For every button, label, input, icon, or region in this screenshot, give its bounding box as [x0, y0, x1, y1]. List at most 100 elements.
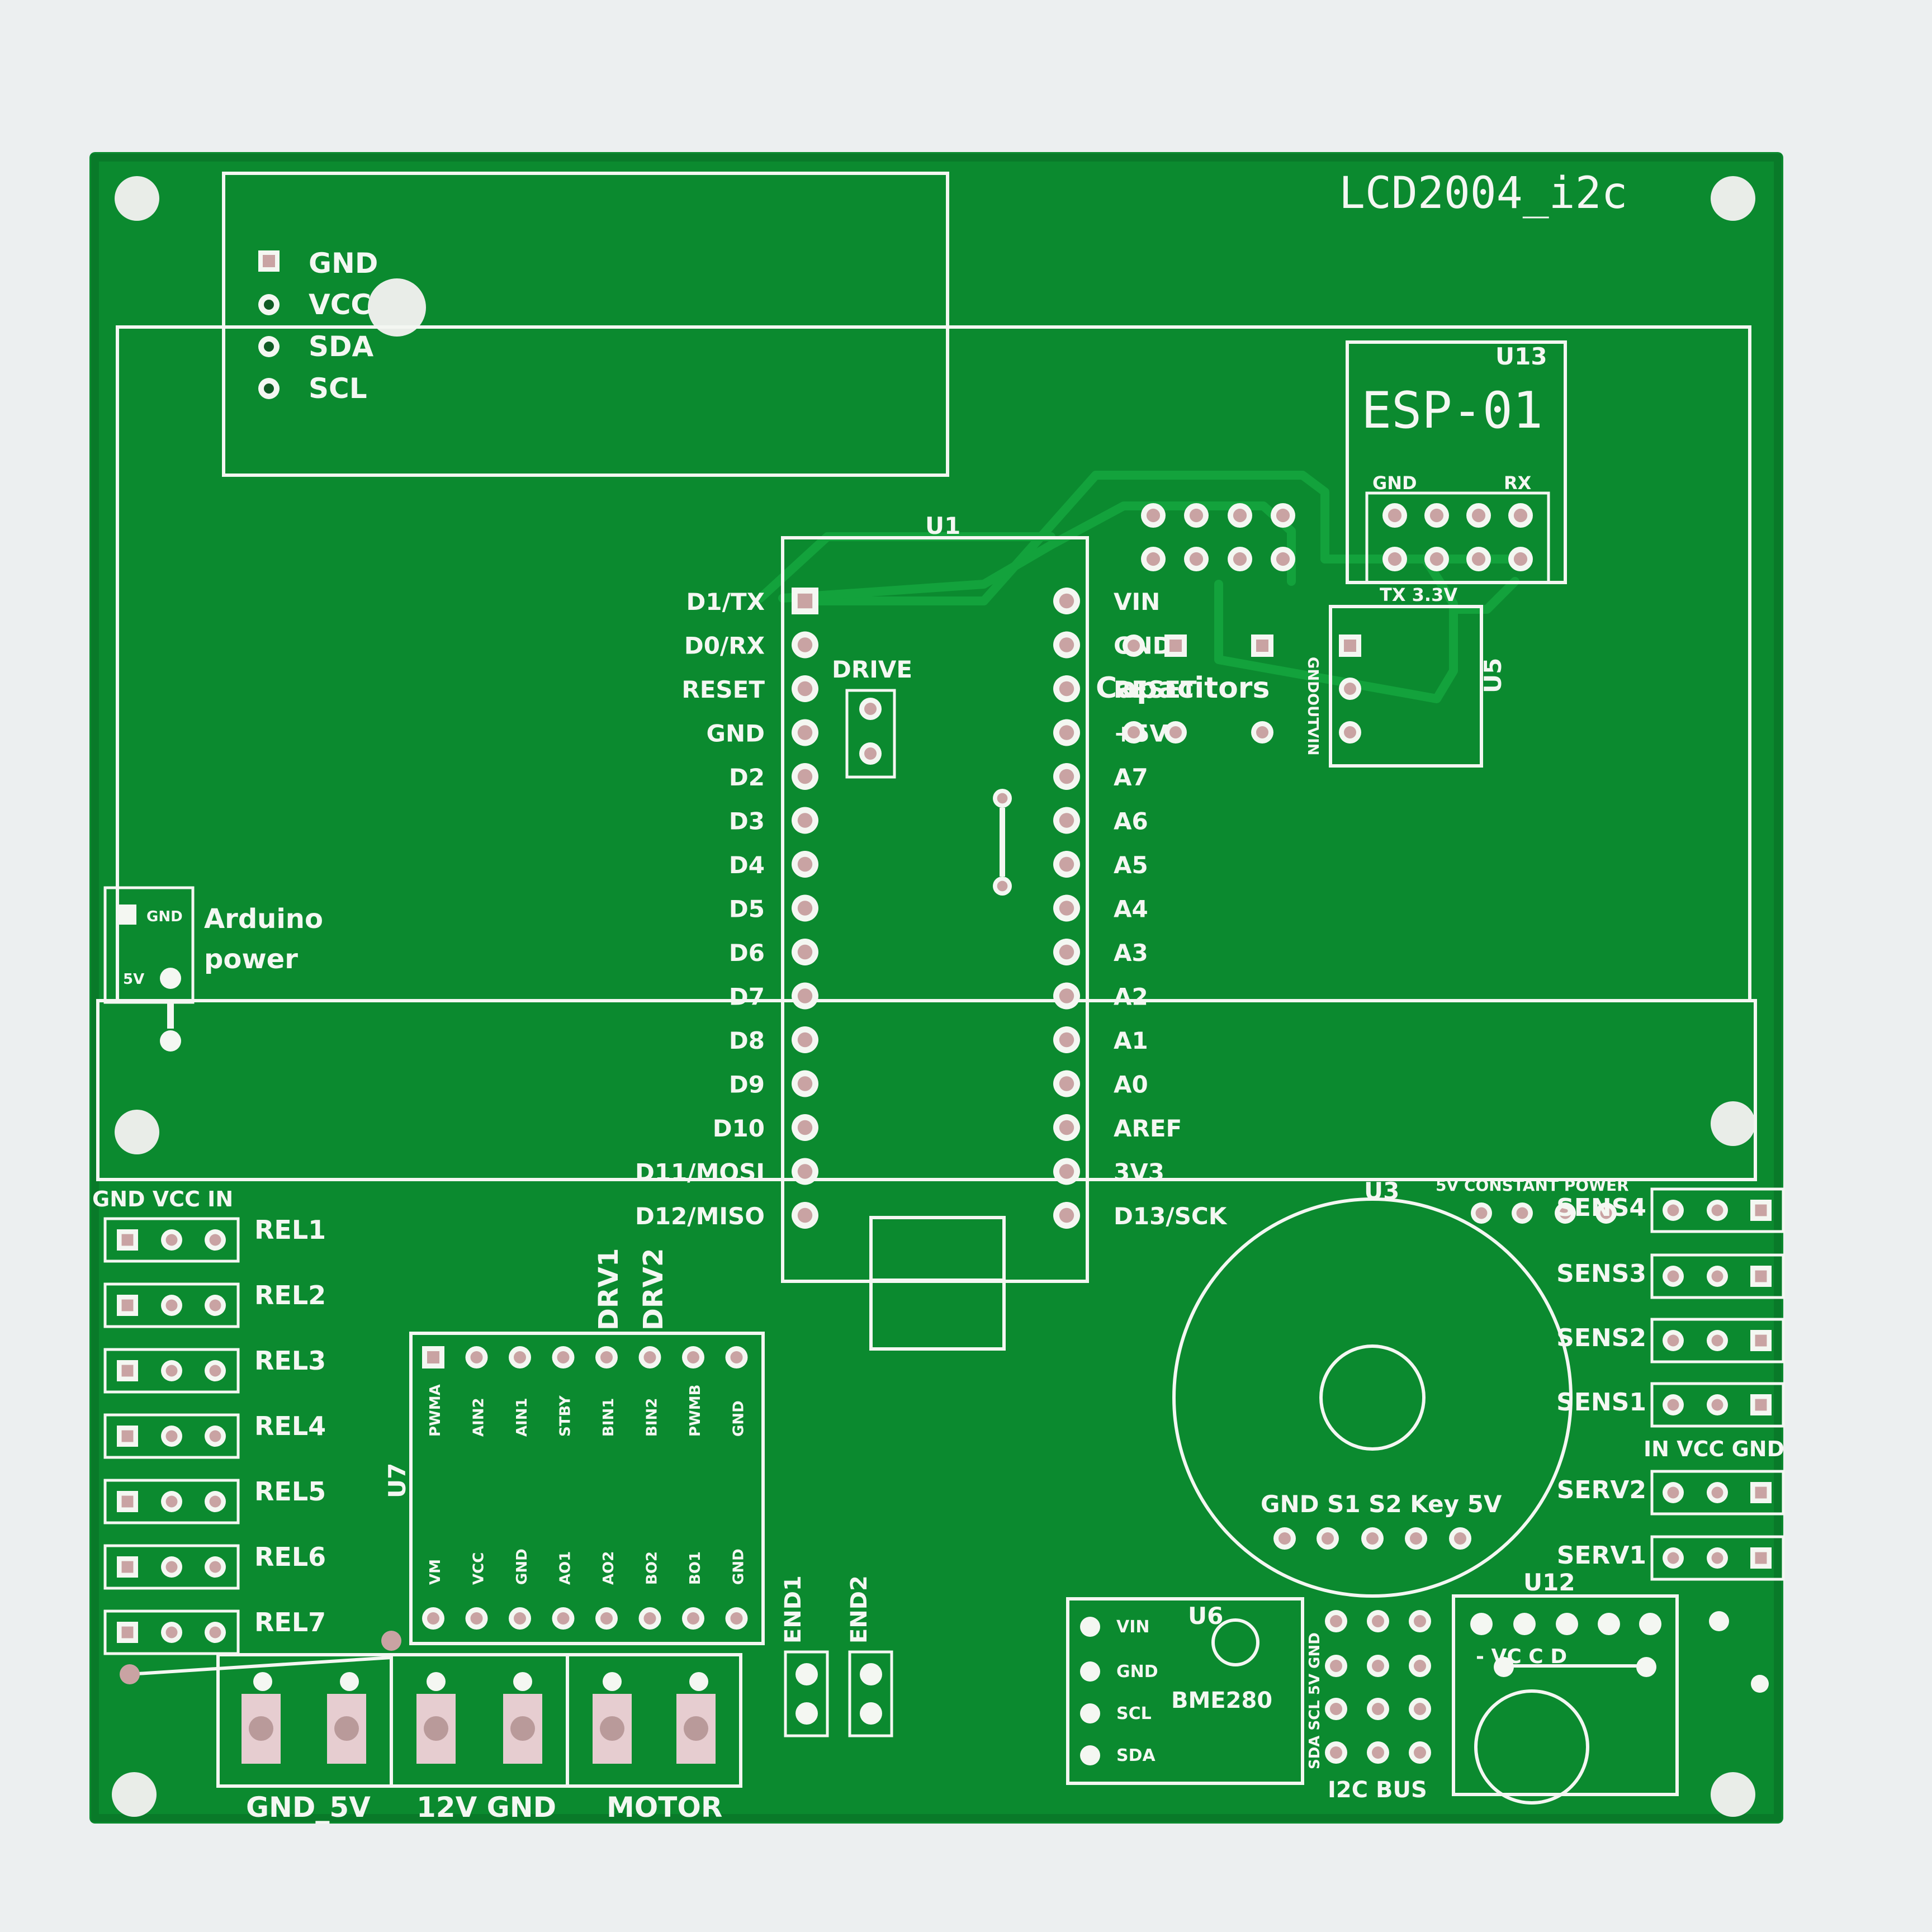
relay-label: REL2	[254, 1280, 326, 1310]
pad-hole	[1344, 640, 1356, 652]
pad-hole	[1059, 1208, 1074, 1223]
u5-pin-label: VIN	[1304, 727, 1321, 756]
u7-top-pin-label: GND	[731, 1400, 747, 1437]
pad-hole	[1256, 726, 1268, 738]
pad-hole	[121, 1626, 134, 1639]
pad-hole	[121, 1234, 134, 1246]
endstop-pad	[860, 1663, 882, 1685]
pad-hole	[470, 1351, 483, 1363]
pad-hole	[1278, 1532, 1291, 1545]
u1-ref: U1	[925, 512, 960, 539]
pad-hole	[797, 637, 813, 652]
relay-header-outline	[103, 1413, 240, 1459]
relay-header: GND VCC IN	[92, 1187, 233, 1211]
u7-drv2-label: DRV2	[638, 1248, 669, 1330]
u12-pad	[1470, 1613, 1493, 1635]
misc-pads	[859, 503, 1533, 896]
u7-bottom-pin-label: BO1	[687, 1551, 704, 1585]
terminal-pad-small	[603, 1672, 622, 1691]
pad-hole	[1755, 1334, 1767, 1347]
pad-hole	[1330, 1660, 1342, 1672]
pad-hole	[165, 1561, 178, 1573]
u1-right-pin-label: A2	[1114, 983, 1148, 1011]
pad-hole	[1755, 1486, 1767, 1499]
arduino-power-line2: power	[204, 944, 298, 975]
pad-hole	[1414, 1746, 1426, 1759]
pad-hole	[1429, 552, 1444, 566]
u3-ref: U3	[1364, 1177, 1399, 1205]
u5-outline	[1329, 605, 1483, 768]
pad-hole	[1559, 1207, 1571, 1219]
pad-hole	[864, 703, 877, 715]
u3-power-label: 5V CONSTANT POWER	[1436, 1176, 1629, 1195]
pad-hole	[427, 1351, 439, 1363]
u1-left-pin-label: D10	[713, 1115, 765, 1142]
u1-right-pin-label: A1	[1114, 1027, 1148, 1054]
pad-hole	[1410, 1532, 1422, 1545]
pad-hole	[1667, 1334, 1679, 1347]
pad-hole	[209, 1234, 221, 1246]
pad-hole	[165, 1430, 178, 1442]
pad-hole	[209, 1495, 221, 1508]
pad-hole	[1189, 552, 1204, 566]
sensor-label: SENS2	[1556, 1324, 1646, 1352]
arduino-power-gnd: GND	[146, 908, 183, 925]
u12-pad	[1639, 1613, 1661, 1635]
pad-hole	[797, 988, 813, 1003]
pad-hole	[1059, 1076, 1074, 1091]
pad-hole	[1414, 1615, 1426, 1627]
pad-hole	[1667, 1204, 1679, 1216]
pad-hole	[997, 880, 1008, 892]
pad-hole	[797, 1076, 813, 1091]
u1-left-pin-label: D0/RX	[684, 632, 765, 660]
pad-hole	[1711, 1204, 1723, 1216]
pad-hole	[1414, 1660, 1426, 1672]
pad-hole	[263, 255, 275, 267]
pad-hole	[165, 1365, 178, 1377]
pad-hole	[797, 856, 813, 872]
arduino-power-outline	[103, 886, 195, 1004]
relay-label: REL7	[254, 1607, 326, 1637]
pad-hole	[1471, 552, 1486, 566]
u1-right-pin-label: A5	[1114, 851, 1148, 879]
sensor-header-outline	[1650, 1253, 1785, 1299]
pad-hole	[1475, 1207, 1488, 1219]
pad-hole	[1059, 813, 1074, 828]
u12-pad	[1751, 1675, 1769, 1693]
u6-pad	[1080, 1617, 1100, 1637]
sensor-label: SENS4	[1556, 1194, 1646, 1222]
pad-hole	[797, 769, 813, 784]
u6-pad	[1080, 1745, 1100, 1765]
pad-hole	[514, 1351, 526, 1363]
pad-hole	[1388, 552, 1402, 566]
esp01-rx-label: RX	[1504, 472, 1532, 494]
pad-hole	[209, 1561, 221, 1573]
u7-top-pin-label: PWMA	[427, 1384, 444, 1437]
pad-hole	[997, 793, 1008, 804]
lcd-pin-label: VCC	[309, 288, 371, 321]
pad-hole	[1276, 508, 1290, 523]
arduino-power-pad	[116, 905, 136, 925]
u6-ref: U6	[1188, 1602, 1223, 1630]
pad-hole	[1755, 1270, 1767, 1282]
u12-buzzer	[1474, 1689, 1589, 1805]
u6-pin-label: SDA	[1116, 1746, 1156, 1765]
pad-hole	[643, 1612, 656, 1625]
lcd-pin-label: SDA	[309, 330, 374, 363]
u12-pad	[1709, 1611, 1729, 1631]
u1-left-pin-label: D1/TX	[686, 588, 765, 615]
mounting-hole	[112, 1772, 157, 1817]
pad-hole	[1322, 1532, 1334, 1545]
pad-hole	[1454, 1532, 1466, 1545]
u7-top-pin-label: PWMB	[687, 1385, 704, 1437]
u3-outline	[1172, 1197, 1573, 1598]
pad-hole	[1189, 508, 1204, 523]
terminal-hole	[684, 1716, 708, 1741]
pad-hole	[1372, 1615, 1384, 1627]
pad-hole	[1059, 681, 1074, 697]
pad-hole	[1711, 1552, 1723, 1564]
pad-hole	[797, 1164, 813, 1179]
drive-label: DRIVE	[832, 656, 912, 683]
pad-hole	[1059, 1120, 1074, 1135]
